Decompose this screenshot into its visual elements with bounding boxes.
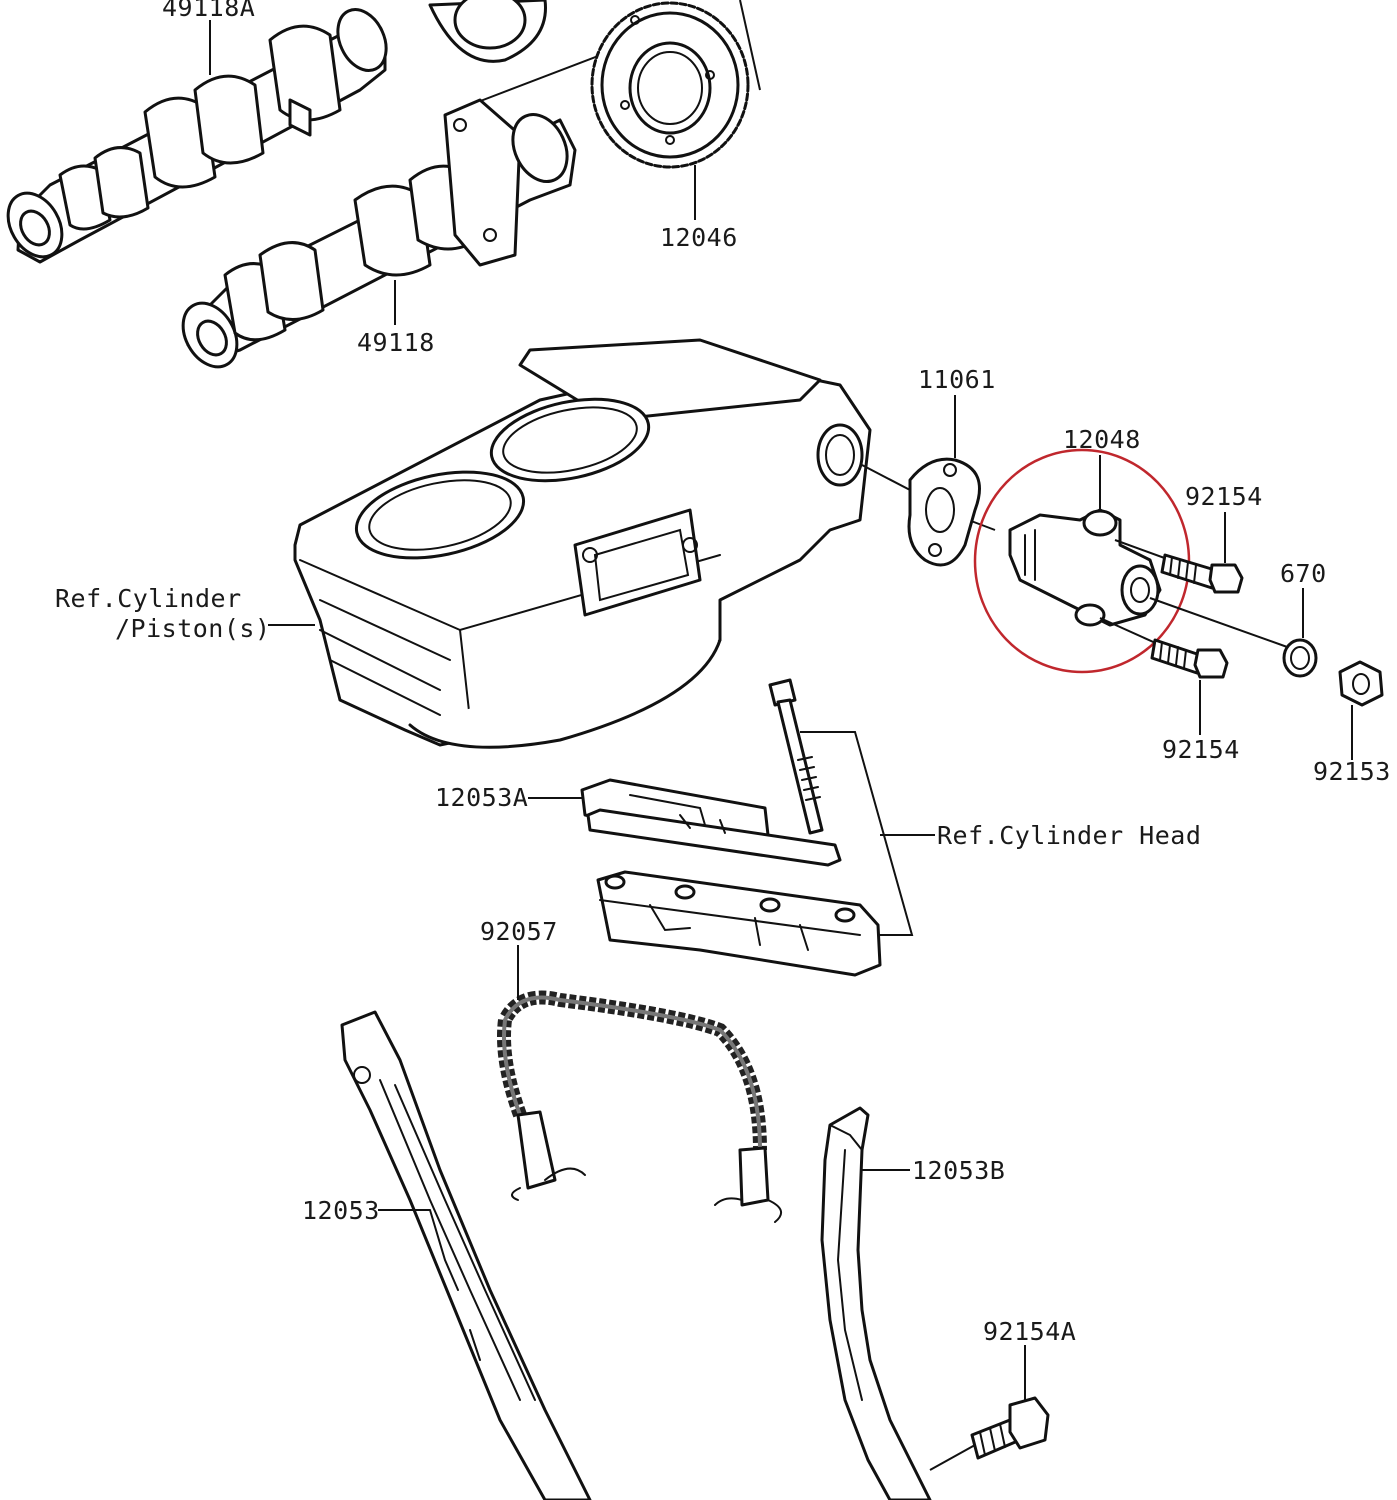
sprocket-upper[interactable] — [428, 0, 547, 63]
label-12046: 12046 — [660, 223, 738, 252]
label-92154-upper: 92154 — [1185, 482, 1263, 511]
label-12053a: 12053A — [435, 783, 528, 812]
nut-92153[interactable] — [1338, 660, 1384, 707]
camshaft-49118[interactable] — [172, 98, 577, 376]
label-ref-cylinder-1: Ref.Cylinder — [55, 584, 242, 613]
cam-chain-92057[interactable] — [497, 990, 783, 1223]
label-92154-lower: 92154 — [1162, 735, 1240, 764]
gasket-11061[interactable] — [907, 457, 981, 567]
label-49118a: 49118A — [162, 0, 255, 22]
bolt-92154-lower[interactable] — [1150, 638, 1229, 679]
sprocket-12046[interactable] — [590, 1, 750, 169]
cylinder-head-bolt[interactable] — [768, 678, 824, 835]
oring-670[interactable] — [1282, 638, 1318, 678]
label-49118: 49118 — [357, 328, 435, 357]
label-92057: 92057 — [480, 917, 558, 946]
chain-guide-12053[interactable] — [340, 1010, 592, 1500]
tensioner-12048[interactable] — [1008, 508, 1162, 627]
label-ref-cylinder-head: Ref.Cylinder Head — [937, 821, 1201, 850]
guide-holder[interactable] — [596, 870, 882, 977]
camshaft-49118a[interactable] — [0, 2, 395, 267]
bolt-92154a[interactable] — [970, 1396, 1050, 1460]
label-11061: 11061 — [918, 365, 996, 394]
label-12053b: 12053B — [912, 1156, 1005, 1185]
label-ref-cylinder-2: /Piston(s) — [115, 614, 271, 643]
label-670: 670 — [1280, 559, 1327, 588]
guide-12053a[interactable] — [580, 778, 842, 867]
label-92153: 92153 — [1313, 757, 1391, 786]
label-12053: 12053 — [302, 1196, 380, 1225]
cylinder-block[interactable] — [293, 338, 872, 749]
chain-guide-12053b[interactable] — [820, 1106, 932, 1500]
label-92154a: 92154A — [983, 1317, 1076, 1346]
bolt-92154-upper[interactable] — [1160, 553, 1244, 594]
